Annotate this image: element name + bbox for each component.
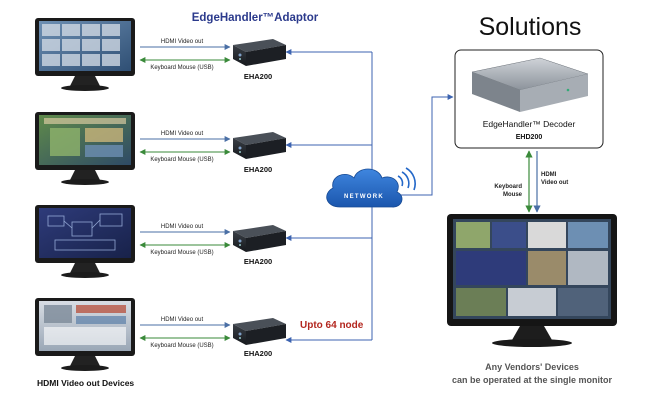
source-monitor-3 (35, 205, 135, 278)
decoder-video-out-label: Video out (541, 180, 568, 186)
source-monitor-2 (35, 112, 135, 185)
device-label-4: EHA200 (244, 349, 272, 358)
adaptor-title: EdgeHandler™Adaptor (192, 12, 319, 24)
network-cloud (326, 167, 416, 208)
hdmi-label-4: HDMI Video out (161, 317, 204, 323)
source-monitor-1 (35, 18, 135, 91)
operator-monitor (447, 214, 617, 347)
source-row-3: HDMI Video out Keyboard Mouse (USB) EHA2… (35, 205, 286, 278)
hdmi-label-3: HDMI Video out (161, 224, 204, 230)
eha200-device-2 (233, 132, 286, 159)
hdmi-label-2: HDMI Video out (161, 131, 204, 137)
network-label: NETWORK (344, 194, 384, 200)
hdmi-label-1: HDMI Video out (161, 39, 204, 45)
decoder-mouse-label: Mouse (503, 192, 523, 198)
solutions-title: Solutions (479, 13, 582, 41)
decoder-model: EHD200 (516, 134, 543, 141)
eha200-device-4 (233, 318, 286, 345)
source-row-1: HDMI Video out Keyboard Mouse (USB) EHA2… (35, 18, 286, 91)
node-count-label: Upto 64 node (300, 320, 364, 331)
usb-label-1: Keyboard Mouse (USB) (150, 65, 213, 71)
devices-caption: HDMI Video out Devices (37, 378, 134, 388)
eha200-device-3 (233, 225, 286, 252)
decoder-hdmi-label: HDMI (541, 172, 557, 178)
usb-label-2: Keyboard Mouse (USB) (150, 157, 213, 163)
usb-label-3: Keyboard Mouse (USB) (150, 250, 213, 256)
eha200-device-1 (233, 39, 286, 66)
usb-label-4: Keyboard Mouse (USB) (150, 343, 213, 349)
source-monitor-4 (35, 298, 135, 371)
source-row-2: HDMI Video out Keyboard Mouse (USB) EHA2… (35, 112, 286, 185)
footer-line-1: Any Vendors' Devices (485, 362, 579, 372)
decoder-panel: EdgeHandler™ Decoder EHD200 (454, 49, 604, 149)
decoder-keyboard-label: Keyboard (494, 184, 522, 190)
ehd200-device-image (471, 57, 589, 112)
source-row-4: HDMI Video out Keyboard Mouse (USB) EHA2… (35, 298, 286, 371)
device-label-3: EHA200 (244, 257, 272, 266)
footer-line-2: can be operated at the single monitor (452, 375, 613, 385)
device-label-1: EHA200 (244, 72, 272, 81)
device-label-2: EHA200 (244, 165, 272, 174)
decoder-name: EdgeHandler™ Decoder (483, 119, 576, 129)
